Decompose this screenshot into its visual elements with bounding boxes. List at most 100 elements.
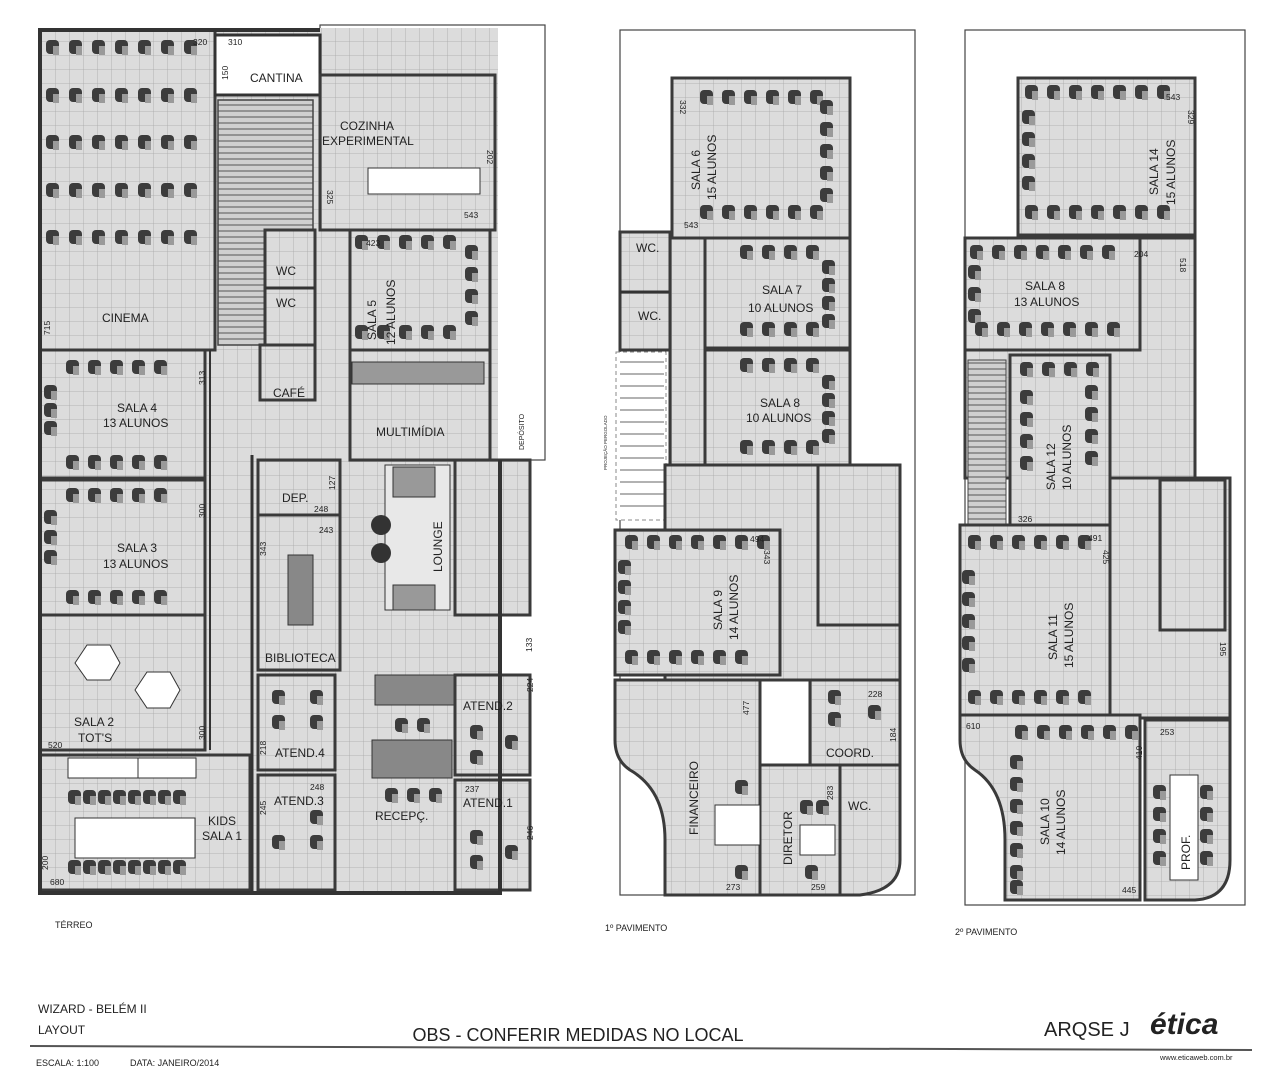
chair-icon — [713, 650, 726, 665]
chair-icon — [1107, 322, 1120, 337]
dimension: 237 — [465, 784, 479, 794]
chair-icon — [184, 183, 197, 198]
chair-icon — [1020, 456, 1033, 471]
chair-icon — [735, 780, 748, 795]
chair-icon — [154, 360, 167, 375]
chair-icon — [1157, 205, 1170, 220]
hex-table — [134, 671, 181, 709]
chair-icon — [128, 790, 141, 805]
chair-icon — [962, 570, 975, 585]
chair-icon — [1125, 725, 1138, 740]
chair-icon — [395, 718, 408, 733]
label-cafe: CAFÉ — [273, 385, 305, 400]
dimension: 150 — [220, 66, 230, 80]
date-text: DATA: JANEIRO/2014 — [130, 1058, 219, 1068]
label-kids: KIDS — [208, 814, 236, 828]
chair-icon — [158, 860, 171, 875]
prof-table — [1169, 774, 1199, 881]
kitchen-table — [367, 167, 481, 195]
dimension: 343 — [762, 550, 772, 564]
label-sala10: SALA 10 — [1038, 798, 1052, 845]
label-sala2-name: TOT'S — [78, 731, 112, 745]
room-atend3 — [256, 773, 337, 892]
chair-icon — [625, 650, 638, 665]
chair-icon — [740, 440, 753, 455]
label-projecao-pergolado: PROJEÇÃO PERGOLADO — [602, 415, 608, 470]
chair-icon — [868, 705, 881, 720]
label-cantina: CANTINA — [250, 71, 303, 85]
room-cafe — [258, 343, 317, 402]
label-cozinha: COZINHA — [340, 119, 394, 133]
label-cozinha-2: EXPERIMENTAL — [322, 134, 414, 148]
chair-icon — [1086, 362, 1099, 377]
chair-icon — [766, 205, 779, 220]
label-sala8: SALA 8 — [760, 396, 800, 410]
title-block: WIZARD - BELÉM II LAYOUT OBS - CONFERIR … — [29, 1001, 1253, 1068]
chair-icon — [1019, 322, 1032, 337]
chair-icon — [470, 750, 483, 765]
label-sala6-capacity: 15 ALUNOS — [705, 135, 719, 200]
chair-icon — [110, 360, 123, 375]
pav2-plan: SALA 14 15 ALUNOS SALA 8 13 ALUNOS SALA … — [955, 29, 1246, 937]
dimension: 195 — [1218, 642, 1228, 656]
chair-icon — [816, 800, 829, 815]
label-sala3: SALA 3 — [117, 541, 157, 555]
chair-icon — [113, 790, 126, 805]
chair-icon — [828, 712, 841, 727]
label-sala9-capacity: 14 ALUNOS — [727, 575, 741, 640]
chair-icon — [421, 235, 434, 250]
label-atend4: ATEND.4 — [275, 746, 325, 760]
chair-icon — [66, 488, 79, 503]
chair-icon — [990, 535, 1003, 550]
dimension: 680 — [50, 877, 64, 887]
chair-icon — [1113, 205, 1126, 220]
label-diretor: DIRETOR — [781, 811, 795, 865]
chair-icon — [805, 865, 818, 880]
chair-icon — [740, 245, 753, 260]
chair-icon — [822, 314, 835, 329]
chair-icon — [470, 830, 483, 845]
chair-icon — [1025, 85, 1038, 100]
chair-icon — [355, 235, 368, 250]
label-coord: COORD. — [826, 746, 874, 760]
chair-icon — [992, 245, 1005, 260]
label-sala6: SALA 6 — [689, 150, 703, 190]
chair-icon — [138, 88, 151, 103]
chair-icon — [822, 278, 835, 293]
chair-icon — [1153, 807, 1166, 822]
chair-icon — [962, 658, 975, 673]
chair-icon — [138, 230, 151, 245]
chair-icon — [92, 183, 105, 198]
chair-icon — [1080, 245, 1093, 260]
chair-icon — [44, 550, 57, 565]
chair-icon — [46, 183, 59, 198]
chair-icon — [784, 358, 797, 373]
chair-icon — [810, 90, 823, 105]
chair-icon — [110, 590, 123, 605]
chair-icon — [968, 690, 981, 705]
chair-icon — [1135, 85, 1148, 100]
chair-icon — [1037, 725, 1050, 740]
project-name: WIZARD - BELÉM II — [38, 1001, 147, 1016]
chair-icon — [66, 360, 79, 375]
chair-icon — [806, 440, 819, 455]
chair-icon — [970, 245, 983, 260]
chair-icon — [762, 358, 775, 373]
label-sala8: SALA 8 — [1025, 279, 1065, 293]
dimension: 543 — [464, 210, 478, 220]
chair-icon — [1153, 785, 1166, 800]
chair-icon — [1010, 821, 1023, 836]
stairs — [816, 463, 902, 627]
label-sala12-capacity: 10 ALUNOS — [1060, 425, 1074, 490]
dimension: 520 — [48, 740, 62, 750]
chair-icon — [1064, 362, 1077, 377]
chair-icon — [1025, 205, 1038, 220]
floor-label-pav2: 2º PAVIMENTO — [955, 927, 1017, 937]
room-coord — [808, 678, 902, 767]
chair-icon — [1069, 205, 1082, 220]
room-sala10 — [958, 713, 1142, 902]
chair-icon — [722, 205, 735, 220]
chair-icon — [44, 421, 57, 436]
label-wc: WC — [276, 264, 296, 278]
